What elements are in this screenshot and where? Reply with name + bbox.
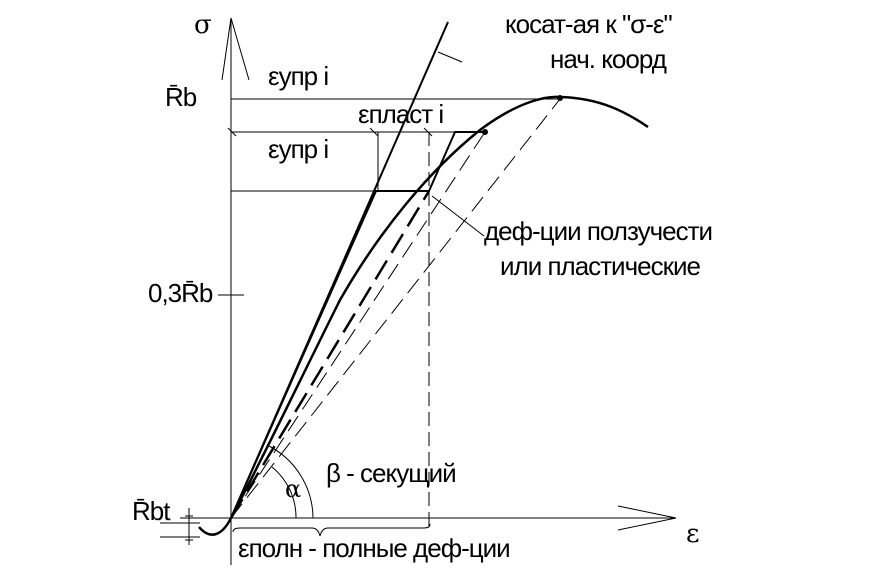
tangent-label-line1: косат-ая к "σ-ε" xyxy=(505,9,672,39)
eps-poln-label: εполн - полные деф-ции xyxy=(238,533,510,563)
point03rb-label: 0,3R̄b xyxy=(148,278,213,308)
unload-point xyxy=(482,129,488,135)
alpha-label: α xyxy=(285,475,301,503)
eps-axis-label: ε xyxy=(686,519,699,549)
creep-pointer xyxy=(431,195,485,237)
creep-label-line1: деф-ции ползучести xyxy=(484,216,712,246)
tangent-line xyxy=(230,21,463,519)
loading-path xyxy=(230,131,485,519)
rb-label: R̄b xyxy=(165,82,197,112)
sigma-axis xyxy=(221,17,250,565)
sigma-axis-label: σ xyxy=(194,10,212,40)
eps-upr-top-label: εупр i xyxy=(268,61,328,91)
creep-label-line2: или пластические xyxy=(500,251,700,281)
rbt-marker xyxy=(160,508,200,545)
beta-label: β - секущий xyxy=(326,458,456,488)
peak-point xyxy=(557,95,563,101)
rbt-label: R̄bt xyxy=(132,496,171,526)
tangent-label-line2: нач. коорд xyxy=(550,44,667,74)
eps-axis xyxy=(180,505,677,531)
angle-arcs xyxy=(266,444,314,519)
secant-lines xyxy=(229,98,561,519)
eps-upr-mid-label: εупр i xyxy=(268,134,328,164)
eps-plast-label: εпласт i xyxy=(358,99,443,129)
eps-poln-marker xyxy=(232,132,431,537)
